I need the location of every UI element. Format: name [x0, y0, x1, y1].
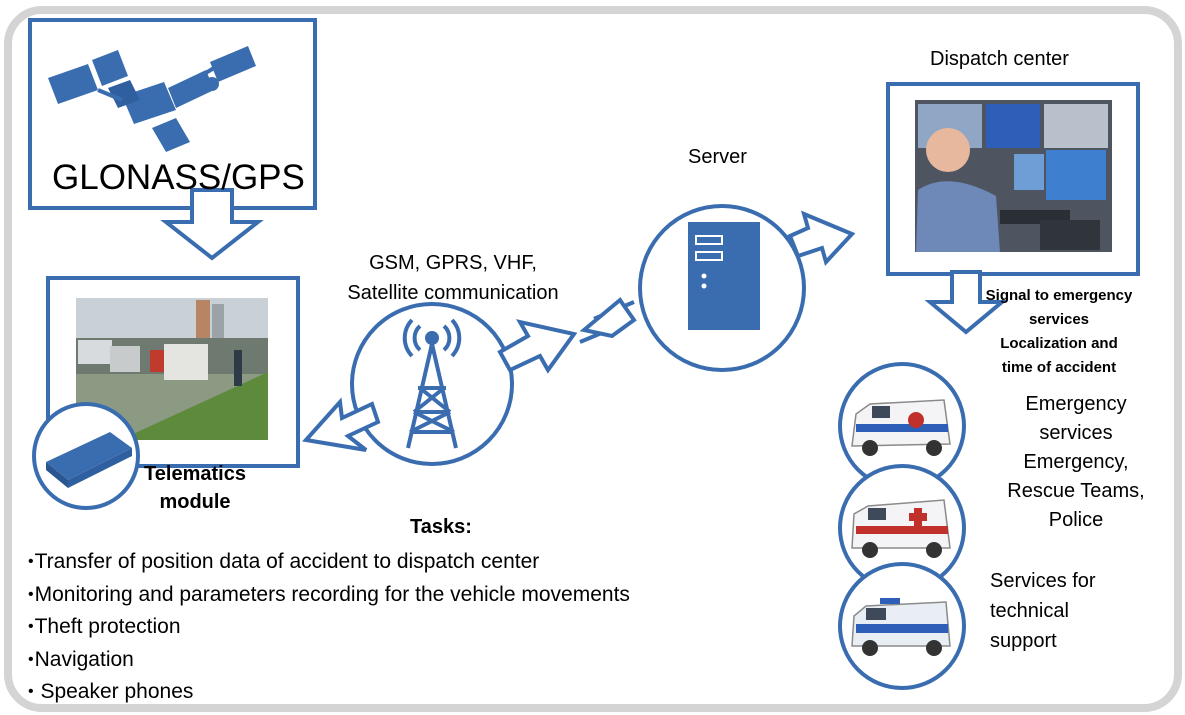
signal-label: Signal to emergency services Localizatio… — [964, 284, 1154, 380]
emergency-label: Emergency services Emergency, Rescue Tea… — [994, 390, 1158, 535]
bullet-icon: • — [28, 618, 34, 635]
task-item: • Speaker phones — [28, 680, 194, 703]
tasks-title: Tasks: — [410, 516, 472, 538]
technical-label-line1: Services for — [990, 570, 1096, 592]
dispatch-label: Dispatch center — [930, 48, 1069, 70]
signal-label-line2: services — [1028, 311, 1090, 328]
task-item: •Navigation — [28, 647, 134, 671]
accident-photo — [76, 298, 268, 440]
satellite-icon — [48, 46, 256, 152]
bullet-icon: • — [28, 650, 34, 668]
technical-label: Services for technical support — [990, 566, 1096, 656]
satellite-box — [28, 18, 317, 210]
task-item: •Transfer of position data of accident t… — [28, 550, 540, 573]
signal-label-line3: Localization and — [1000, 335, 1118, 352]
server-dispatch-arrow — [787, 210, 856, 266]
comm-label-line1: GSM, GPRS, VHF, — [369, 252, 537, 274]
satellite-to-module-arrow — [160, 188, 264, 261]
task-item: •Monitoring and parameters recording for… — [28, 582, 630, 606]
telematics-label-line1: Telematics — [144, 463, 246, 485]
police-car-icon — [851, 598, 951, 656]
dispatch-photo — [915, 100, 1112, 252]
emergency-label-line4: Rescue Teams, — [1007, 480, 1145, 502]
emergency-label-line1: Emergency — [1025, 393, 1127, 415]
tower-circle — [350, 302, 514, 466]
cell-tower-icon — [402, 318, 462, 449]
telematics-label-line2: module — [159, 491, 231, 513]
emergency-label-line5: Police — [1048, 509, 1104, 531]
emergency-label-line3: Emergency, — [1023, 451, 1129, 473]
bullet-icon: • — [28, 553, 34, 570]
tower-server-arrow — [497, 297, 637, 374]
comm-label: GSM, GPRS, VHF, Satellite communication — [322, 248, 584, 308]
ambulance-icon-1 — [851, 399, 951, 456]
emergency-label-line2: services — [1039, 422, 1113, 444]
tasks-list: •Transfer of position data of accident t… — [28, 546, 630, 709]
signal-label-line4: time of accident — [1001, 359, 1117, 376]
server-label: Server — [688, 146, 747, 168]
telematics-label: Telematics module — [132, 460, 258, 516]
bullet-icon: • — [28, 683, 34, 700]
telematics-module-icon — [46, 432, 132, 488]
tower-module-arrow — [302, 397, 381, 452]
signal-label-line1: Signal to emergency — [985, 287, 1133, 304]
dispatch-to-services-arrow — [924, 270, 1008, 335]
comm-label-line2: Satellite communication — [347, 282, 559, 304]
server-icon — [688, 222, 760, 330]
technical-label-line2: technical — [990, 600, 1069, 622]
bullet-icon: • — [28, 585, 34, 603]
task-item: •Theft protection — [28, 615, 181, 638]
technical-label-line3: support — [990, 630, 1057, 652]
ambulance-icon-2 — [851, 499, 951, 558]
glonass-label: GLONASS/GPS — [52, 158, 305, 197]
